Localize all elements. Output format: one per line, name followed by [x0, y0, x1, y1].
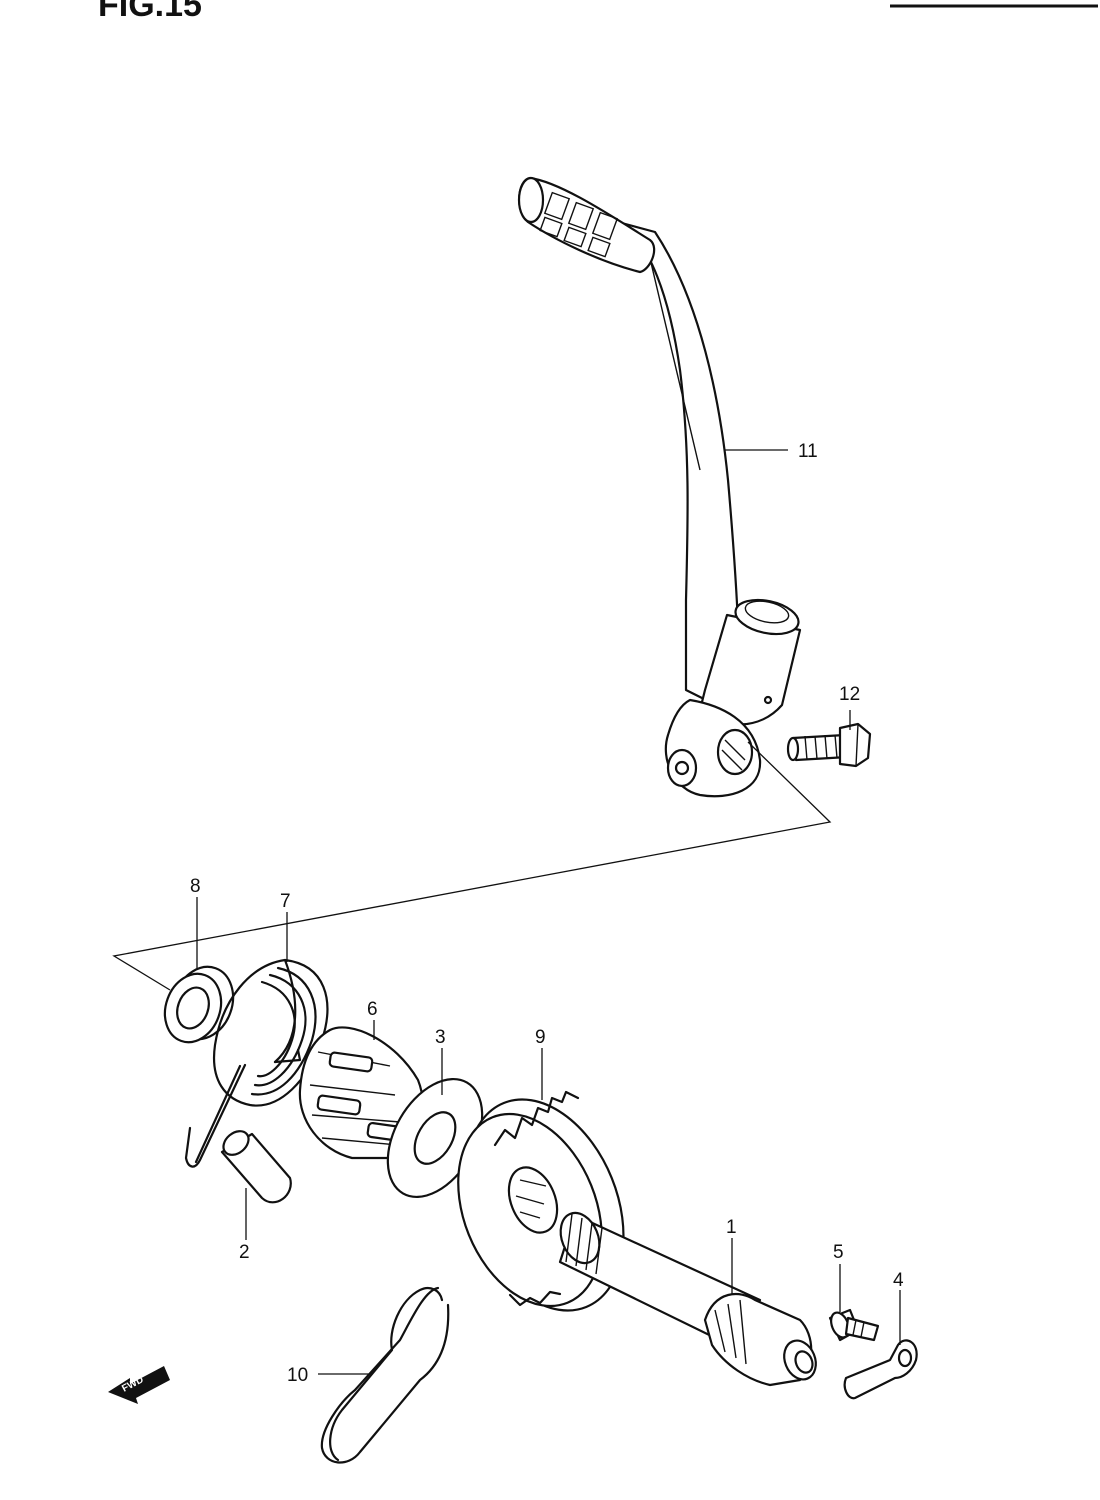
callout-3: 3 — [435, 1027, 446, 1048]
kick-starter-shaft — [558, 1211, 817, 1387]
callout-10: 10 — [287, 1365, 308, 1386]
callout-2: 2 — [239, 1242, 250, 1263]
callout-4: 4 — [893, 1270, 904, 1291]
callout-5: 5 — [833, 1242, 844, 1263]
callout-9: 9 — [535, 1027, 546, 1048]
callout-11: 11 — [798, 441, 818, 462]
callout-8: 8 — [190, 876, 201, 897]
oil-seal — [163, 965, 235, 1044]
stopper-bolt — [828, 1308, 880, 1342]
kick-starter-spring — [184, 958, 329, 1168]
callout-1: 1 — [726, 1217, 737, 1238]
callouts: 11 12 8 7 6 3 9 2 1 5 4 10 — [190, 441, 904, 1386]
callout-12: 12 — [839, 684, 860, 705]
callout-7: 7 — [280, 891, 291, 912]
stopper-plate — [843, 1339, 918, 1400]
callout-6: 6 — [367, 999, 378, 1020]
forward-direction-arrow: FWD — [108, 1366, 170, 1404]
figure-title: FIG.15 — [98, 0, 202, 24]
kick-starter-lever — [517, 176, 802, 798]
circlip — [320, 1286, 450, 1464]
pin — [220, 1130, 292, 1204]
assembly-guide-line — [112, 741, 832, 991]
lever-bolt — [786, 722, 872, 768]
